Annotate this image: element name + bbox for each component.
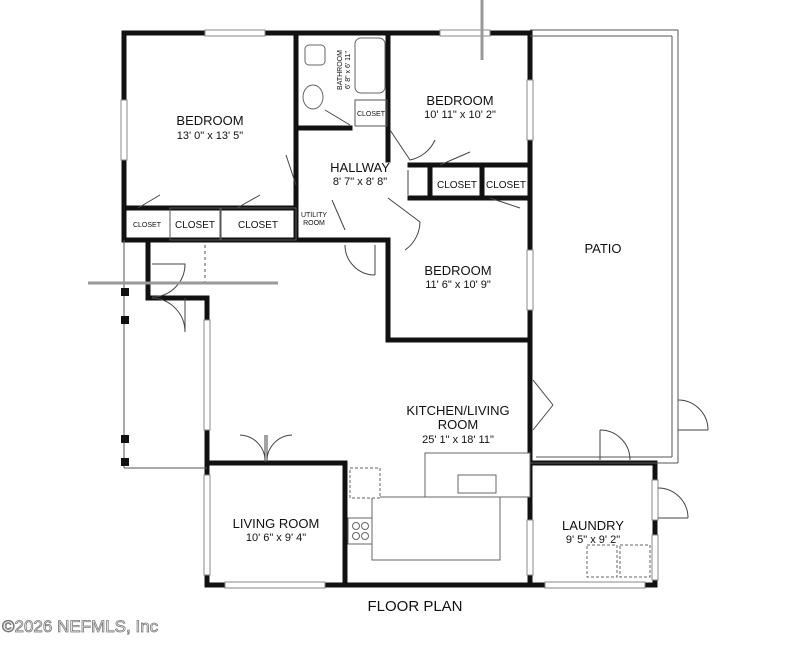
hallway-dims: 8' 7" x 8' 8" — [333, 176, 387, 188]
room-labels: BEDROOM 13' 0" x 13' 5" BEDROOM 10' 11" … — [176, 50, 624, 546]
laundry-name: LAUNDRY — [562, 518, 624, 533]
utility-name-1: UTILITY — [301, 212, 327, 219]
sink — [302, 84, 324, 110]
bathroom-name: BATHROOM — [337, 50, 344, 90]
bedroom2-dims: 10' 11" x 10' 2" — [424, 109, 496, 121]
bedroom2-name: BEDROOM — [426, 93, 493, 108]
closet-hall-right-label: CLOSET — [486, 180, 526, 191]
dryer — [619, 544, 651, 578]
living-room-dims: 10' 6" x 9' 4" — [246, 532, 306, 544]
fixtures — [302, 37, 651, 578]
stove — [347, 517, 373, 545]
washer — [586, 544, 618, 578]
doors — [137, 109, 709, 519]
utility-name-2: ROOM — [303, 220, 325, 227]
bedroom1-name: BEDROOM — [176, 113, 243, 128]
closet-bed1-large-label: CLOSET — [238, 220, 278, 231]
hallway-name: HALLWAY — [330, 160, 390, 175]
kitchen-counter — [371, 496, 501, 561]
patio-name: PATIO — [584, 241, 621, 256]
floor-plan-title: FLOOR PLAN — [367, 598, 462, 615]
kitchen-name-1: KITCHEN/LIVING — [406, 403, 509, 418]
bedroom1-dims: 13' 0" x 13' 5" — [177, 130, 244, 142]
bedroom3-dims: 11' 6" x 10' 9" — [425, 279, 491, 291]
laundry-dims: 9' 5" x 9' 2" — [566, 534, 620, 546]
watermark: ©2026 NEFMLS, Inc — [2, 0, 484, 636]
living-room-name: LIVING ROOM — [233, 516, 320, 531]
closet-hall-left-label: CLOSET — [437, 180, 477, 191]
kitchen-sink — [457, 474, 497, 494]
closet-labels: CLOSET CLOSET CLOSET CLOSET CLOSET CLOSE… — [133, 111, 526, 231]
windows — [120, 29, 659, 589]
bathtub — [354, 37, 386, 94]
toilet — [304, 44, 326, 66]
closet-bed1-mid-label: CLOSET — [175, 220, 215, 231]
fridge — [349, 467, 381, 499]
closet-bed1-small-label: CLOSET — [133, 222, 162, 229]
kitchen-dims: 25' 1" x 18' 11" — [422, 434, 494, 446]
kitchen-name-2: ROOM — [438, 417, 478, 432]
bathroom-dims: 6' 8" x 6' 11" — [345, 51, 352, 89]
closet-boxes — [169, 99, 388, 241]
closet-bath-label: CLOSET — [357, 111, 386, 118]
porch — [121, 240, 207, 469]
patio-outline — [530, 29, 679, 464]
bedroom3-name: BEDROOM — [424, 263, 491, 278]
watermark-text: ©2026 NEFMLS, Inc — [2, 617, 159, 636]
